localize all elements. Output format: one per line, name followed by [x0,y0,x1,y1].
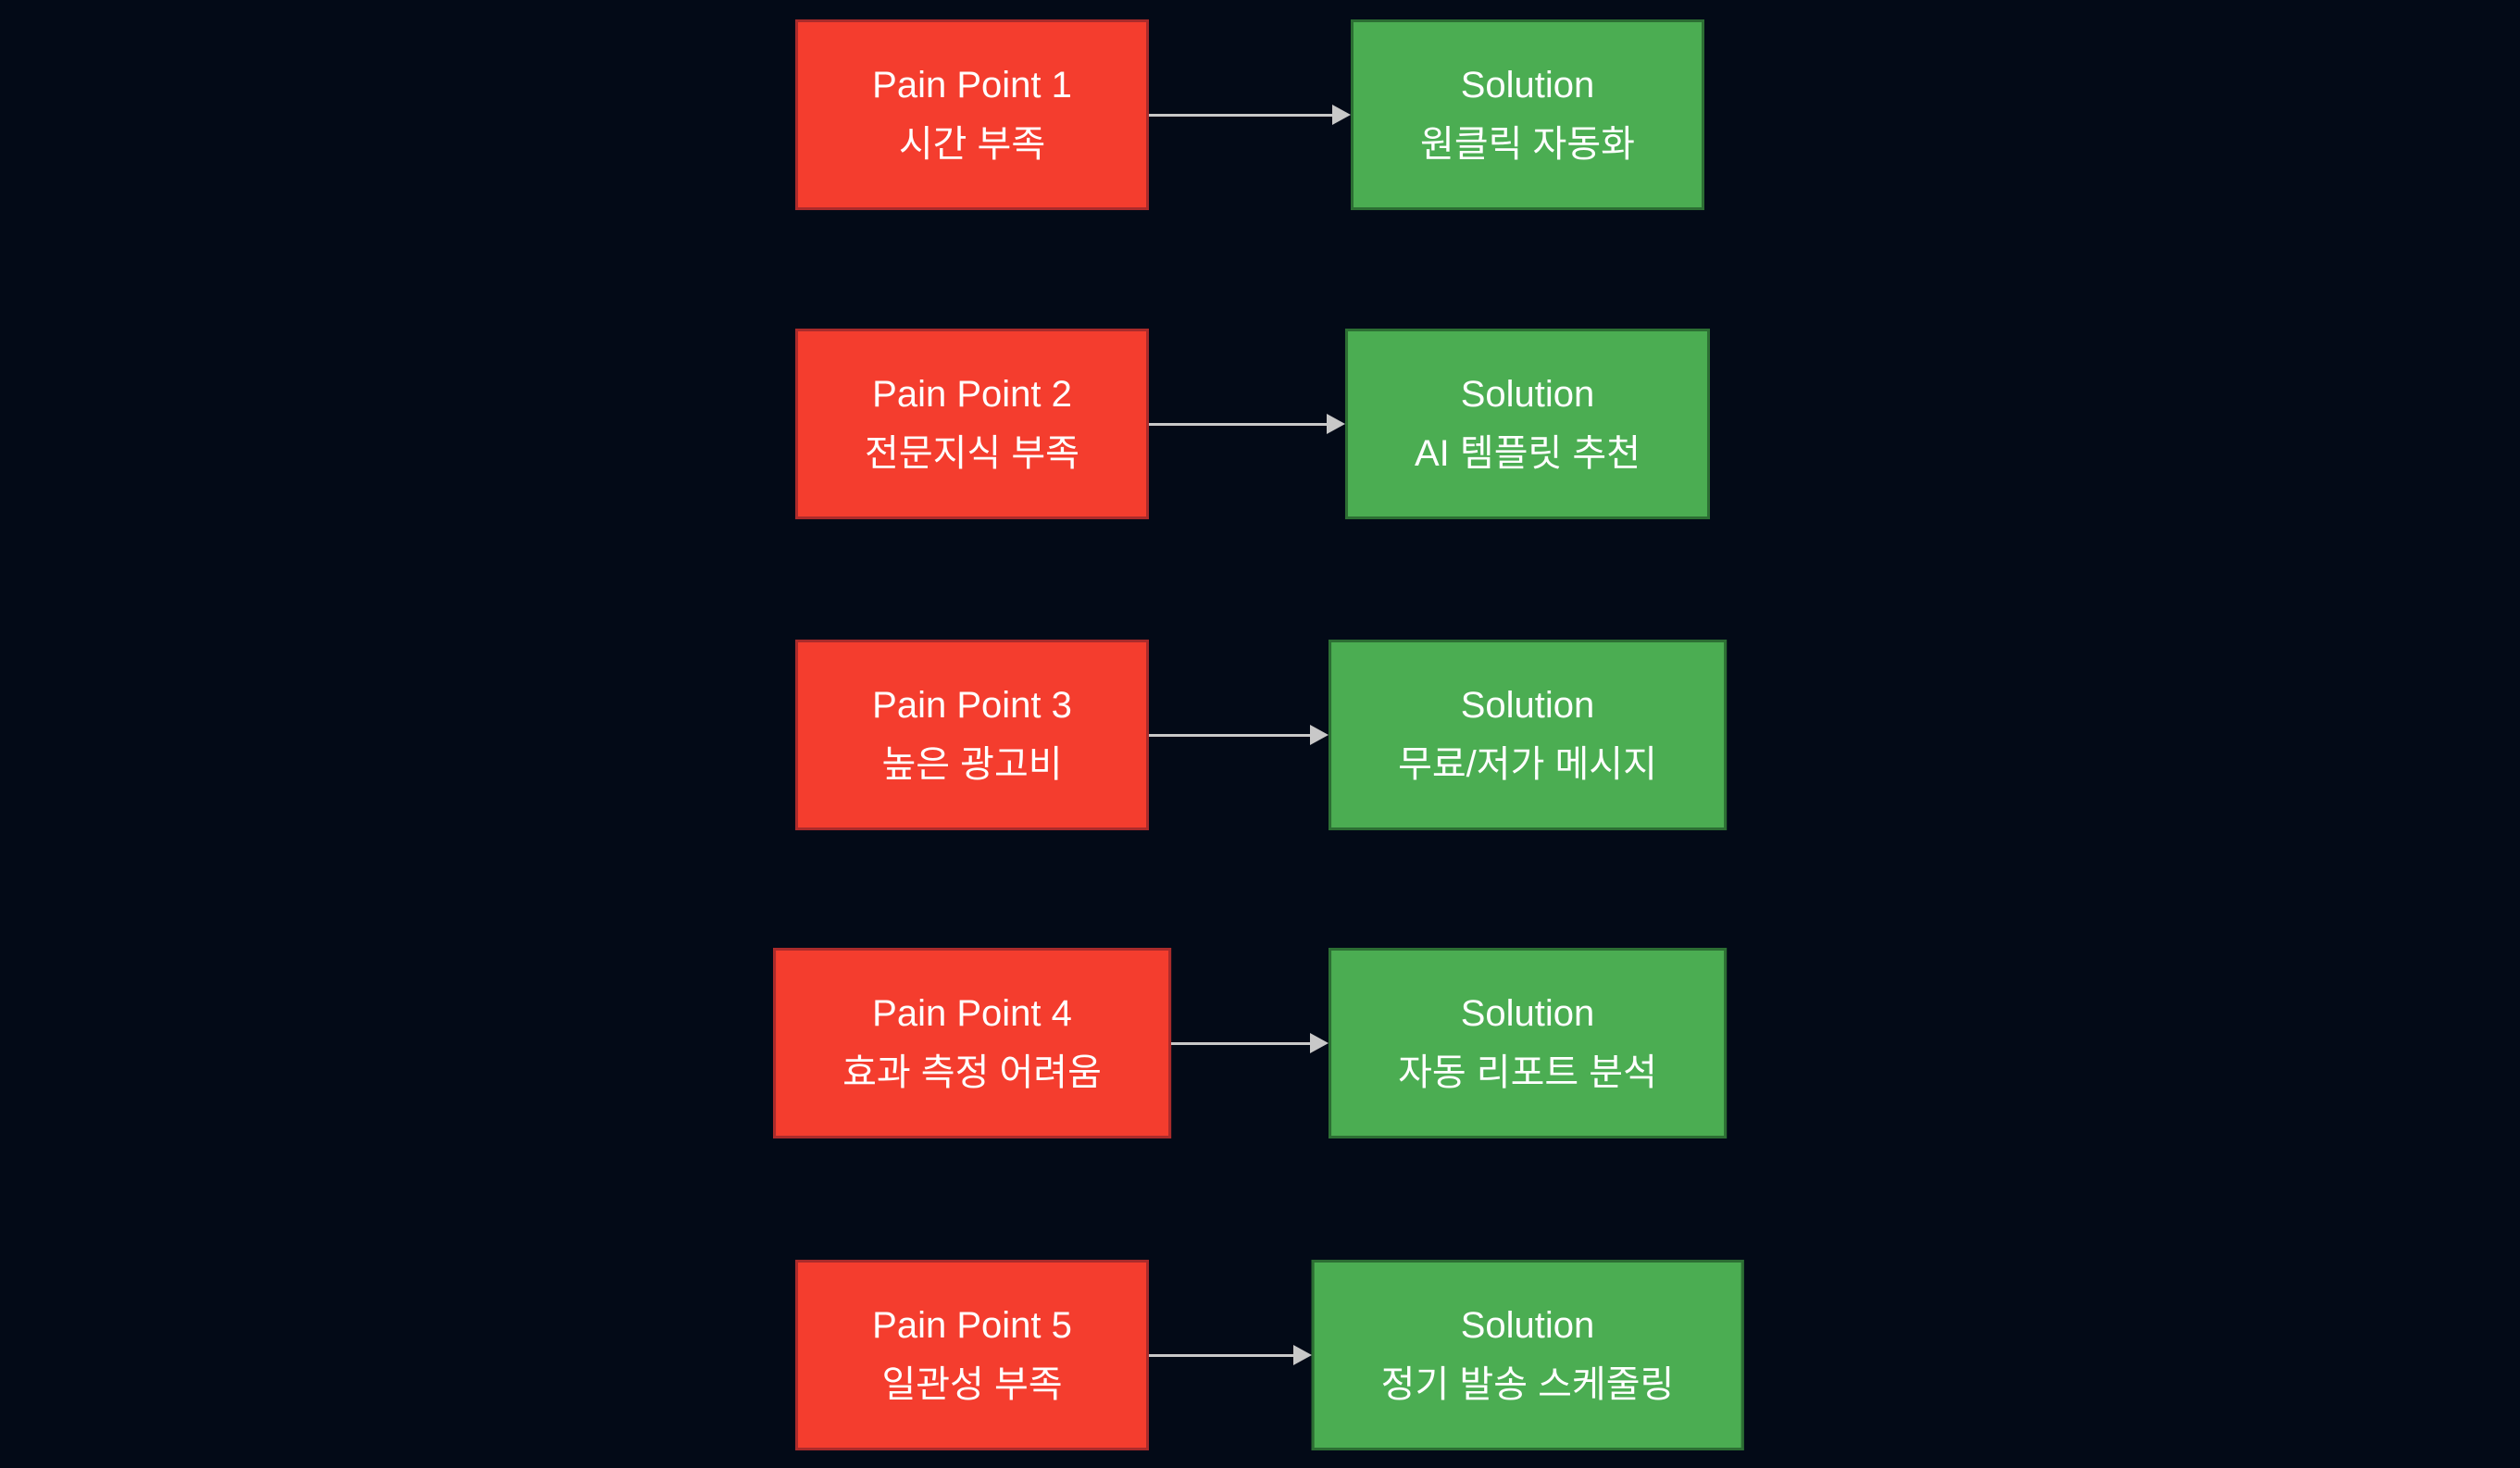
arrowhead-right-icon [1310,1033,1329,1053]
arrow-shaft [1149,113,1332,117]
pain-point-label: 높은 광고비 [881,744,1063,785]
solution-5-node: Solution 정기 발송 스케줄링 [1311,1260,1744,1450]
flow-row-2: Pain Point 2 전문지식 부족 Solution AI 템플릿 추천 [0,329,2520,519]
solution-2-node: Solution AI 템플릿 추천 [1344,329,1711,519]
pain-point-title: Pain Point 2 [872,374,1072,415]
pain-point-2-node: Pain Point 2 전문지식 부족 [795,329,1149,519]
solution-1-node: Solution 원클릭 자동화 [1351,19,1704,210]
pain-point-title: Pain Point 3 [872,685,1072,726]
arrow-connector [1149,105,1351,125]
pain-point-5-node: Pain Point 5 일관성 부족 [795,1260,1149,1450]
solution-label: AI 템플릿 추천 [1414,433,1641,474]
flow-row-5: Pain Point 5 일관성 부족 Solution 정기 발송 스케줄링 [0,1260,2520,1450]
solution-title: Solution [1460,685,1595,726]
solution-label: 정기 발송 스케줄링 [1380,1364,1675,1405]
flow-row-1: Pain Point 1 시간 부족 Solution 원클릭 자동화 [0,19,2520,210]
arrow-shaft [1149,422,1327,426]
flow-row-4: Pain Point 4 효과 측정 어려움 Solution 자동 리포트 분… [0,948,2520,1138]
solution-label: 자동 리포트 분석 [1398,1052,1657,1093]
solution-label: 무료/저가 메시지 [1398,744,1657,785]
arrowhead-right-icon [1310,725,1329,745]
arrow-shaft [1170,1041,1311,1045]
arrow-connector [1170,1033,1329,1053]
pain-point-label: 효과 측정 어려움 [842,1052,1102,1093]
pain-point-title: Pain Point 5 [872,1305,1072,1346]
pain-point-4-node: Pain Point 4 효과 측정 어려움 [773,948,1171,1138]
solution-title: Solution [1460,1305,1595,1346]
solution-title: Solution [1460,65,1595,106]
pain-point-label: 시간 부족 [898,124,1046,165]
solution-label: 원클릭 자동화 [1420,124,1635,165]
solution-title: Solution [1460,993,1595,1034]
pain-point-1-node: Pain Point 1 시간 부족 [795,19,1149,210]
arrow-shaft [1149,1353,1293,1357]
arrowhead-right-icon [1332,105,1351,125]
solution-4-node: Solution 자동 리포트 분석 [1329,948,1727,1138]
arrow-connector [1149,414,1345,434]
pain-point-label: 일관성 부족 [881,1364,1063,1405]
arrow-connector [1149,725,1329,745]
flow-row-3: Pain Point 3 높은 광고비 Solution 무료/저가 메시지 [0,640,2520,830]
pain-point-title: Pain Point 1 [872,65,1072,106]
solution-title: Solution [1460,374,1595,415]
arrow-connector [1149,1345,1312,1365]
solution-3-node: Solution 무료/저가 메시지 [1329,640,1727,830]
pain-point-label: 전문지식 부족 [865,433,1079,474]
arrow-shaft [1149,733,1311,737]
arrowhead-right-icon [1326,414,1345,434]
pain-point-3-node: Pain Point 3 높은 광고비 [795,640,1149,830]
arrowhead-right-icon [1292,1345,1312,1365]
pain-point-title: Pain Point 4 [872,993,1072,1034]
